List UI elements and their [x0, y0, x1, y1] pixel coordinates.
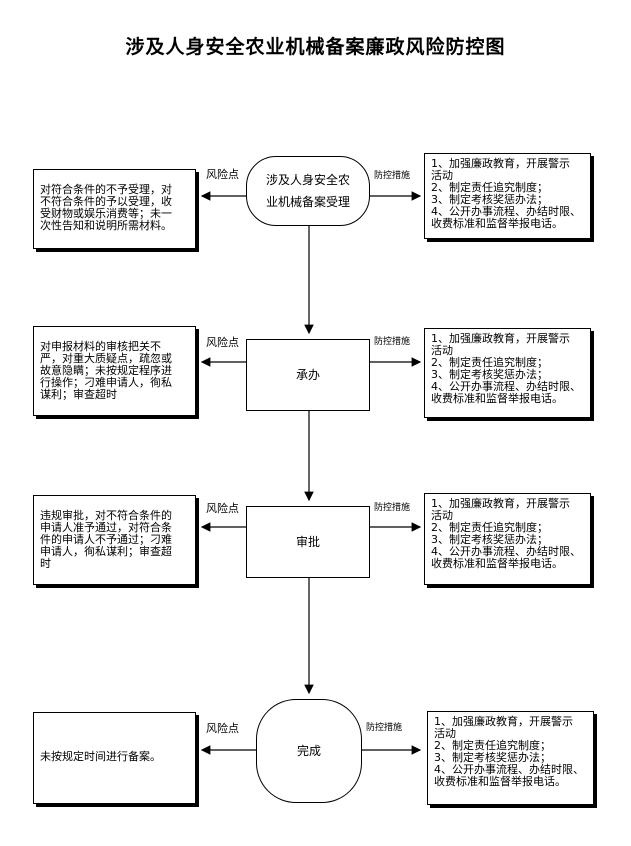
- risk-text-4: 未按规定时间进行备案。: [40, 750, 161, 763]
- step-label-3: 审批: [295, 535, 320, 549]
- measure-text-3: 1、加强廉政教育，开展警示 活动 2、制定责任追究制度； 3、制定考核奖惩办法；…: [431, 497, 581, 570]
- risk-text-1: 对符合条件的不予受理，对 不符合条件的予以受理，收 受财物或娱乐消费等；未一 次…: [40, 183, 172, 232]
- step-node-2: 承办: [246, 339, 370, 411]
- step-label-2: 承办: [295, 368, 320, 382]
- step-label-1: 涉及人身安全农 业机械备案受理: [265, 173, 350, 209]
- control-measure-label-1: 防控措施: [374, 171, 411, 181]
- risk-text-2: 对申报材料的审核把关不 严，对重大质疑点，疏忽或 故意隐瞒；未按规定程序进 行操…: [40, 340, 172, 401]
- measure-text-1: 1、加强廉政教育，开展警示 活动 2、制定责任追究制度； 3、制定考核奖惩办法；…: [431, 157, 581, 230]
- measure-text-4: 1、加强廉政教育，开展警示 活动 2、制定责任追究制度； 3、制定考核奖惩办法；…: [434, 715, 584, 788]
- step-node-3: 审批: [246, 506, 370, 578]
- measure-box-2: 1、加强廉政教育，开展警示 活动 2、制定责任追究制度； 3、制定考核奖惩办法；…: [424, 328, 591, 418]
- risk-box-3: 违规审批，对不符合条件的 申请人准予通过，对符合条 件的申请人不予通过；刁难 申…: [33, 495, 196, 585]
- risk-box-2: 对申报材料的审核把关不 严，对重大质疑点，疏忽或 故意隐瞒；未按规定程序进 行操…: [33, 326, 196, 416]
- step-label-4: 完成: [296, 744, 321, 758]
- risk-point-label-1: 风险点: [206, 168, 239, 181]
- risk-box-4: 未按规定时间进行备案。: [33, 712, 196, 804]
- risk-point-label-2: 风险点: [206, 336, 239, 349]
- control-measure-label-3: 防控措施: [374, 503, 411, 513]
- risk-point-label-4: 风险点: [206, 722, 239, 735]
- diagram-title: 涉及人身安全农业机械备案廉政风险防控图: [125, 36, 506, 58]
- risk-box-1: 对符合条件的不予受理，对 不符合条件的予以受理，收 受财物或娱乐消费等；未一 次…: [33, 169, 196, 249]
- risk-point-label-3: 风险点: [206, 502, 239, 515]
- step-node-4: 完成: [256, 699, 362, 803]
- control-measure-label-4: 防控措施: [366, 723, 403, 733]
- step-node-1: 涉及人身安全农 业机械备案受理: [246, 156, 370, 226]
- control-measure-label-2: 防控措施: [374, 337, 411, 347]
- measure-box-1: 1、加强廉政教育，开展警示 活动 2、制定责任追究制度； 3、制定考核奖惩办法；…: [424, 153, 591, 239]
- measure-text-2: 1、加强廉政教育，开展警示 活动 2、制定责任追究制度； 3、制定考核奖惩办法；…: [431, 332, 581, 405]
- risk-text-3: 违规审批，对不符合条件的 申请人准予通过，对符合条 件的申请人不予通过；刁难 申…: [40, 509, 172, 570]
- measure-box-4: 1、加强廉政教育，开展警示 活动 2、制定责任追究制度； 3、制定考核奖惩办法；…: [427, 711, 594, 805]
- measure-box-3: 1、加强廉政教育，开展警示 活动 2、制定责任追究制度； 3、制定考核奖惩办法；…: [424, 493, 591, 585]
